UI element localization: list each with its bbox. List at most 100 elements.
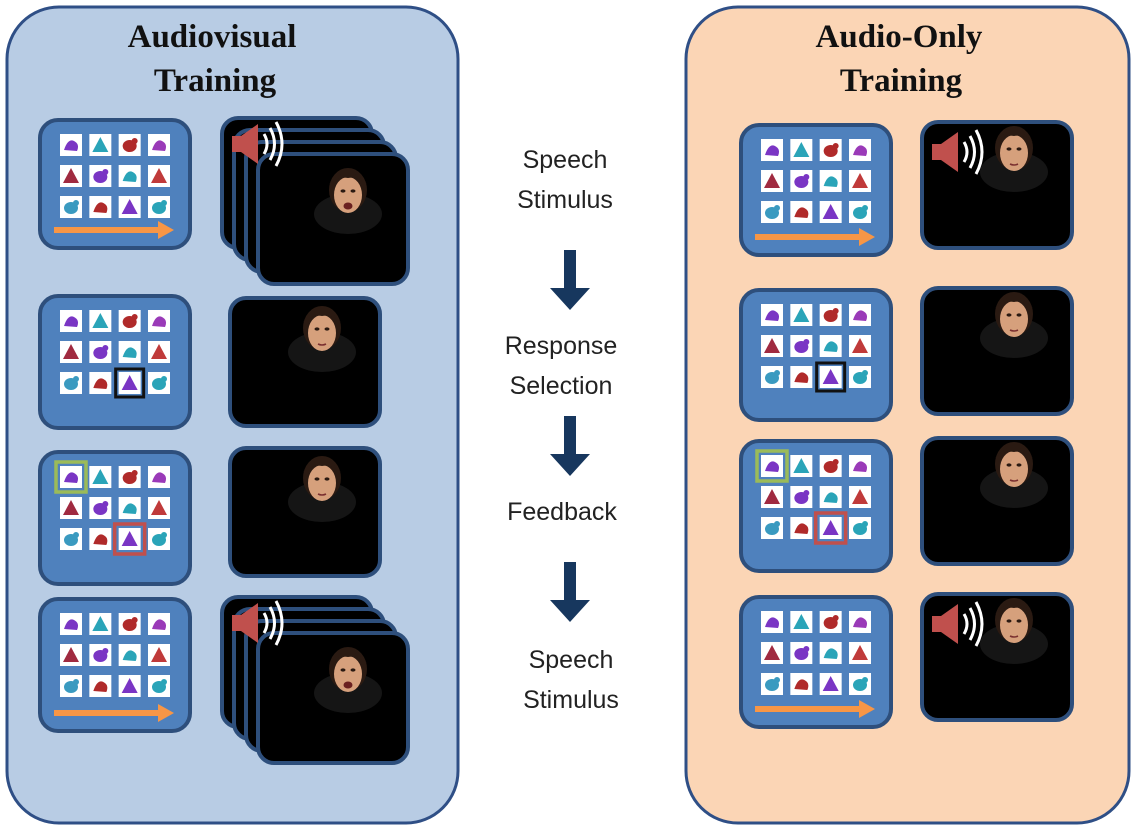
step-label-speech-stimulus-2b: Stimulus [523, 686, 619, 714]
nonsense-object-icon [853, 310, 867, 321]
nonsense-object-icon [63, 168, 79, 183]
grid-cell [89, 497, 112, 519]
grid-cell [815, 361, 847, 393]
audiovisual-row [38, 116, 410, 286]
nonsense-object-icon [764, 645, 780, 660]
correct-answer-box [755, 449, 789, 483]
grid-cell [761, 642, 783, 664]
nonsense-object-icon [152, 316, 166, 327]
grid-cell [148, 528, 170, 550]
nonsense-object-icon [803, 339, 810, 345]
grid-cell [790, 517, 813, 539]
progress-arrow-icon [755, 706, 861, 712]
nonsense-object-icon [73, 532, 79, 538]
grid-cell [148, 466, 170, 488]
nonsense-object-icon [64, 140, 78, 151]
nonsense-object-icon [862, 677, 868, 683]
grid-cell [118, 310, 141, 332]
grid-cell [819, 455, 842, 477]
nonsense-object-icon [765, 461, 779, 472]
nonsense-object-icon [64, 472, 78, 483]
grid-cell [819, 201, 842, 223]
nonsense-object-icon [121, 531, 138, 546]
grid-cell [118, 134, 141, 156]
audiovisual-title-line1: Audiovisual [128, 19, 297, 55]
grid-cell [819, 673, 842, 695]
nonsense-object-icon [822, 676, 839, 691]
grid-cell [790, 455, 813, 477]
down-arrow-icon [550, 250, 590, 310]
grid-cell [60, 310, 82, 332]
nonsense-object-icon [774, 370, 780, 376]
nonsense-object-icon [803, 174, 810, 180]
grid-cell [60, 165, 82, 187]
audiovisual-row [38, 595, 410, 765]
grid-cell [790, 611, 813, 633]
nonsense-object-icon [822, 520, 839, 535]
audio-only-title-line2: Training [840, 63, 963, 99]
grid-cell [89, 528, 112, 550]
nonsense-object-icon [93, 534, 108, 545]
grid-cell [148, 310, 170, 332]
grid-cell [790, 304, 813, 326]
nonsense-object-icon [793, 614, 810, 629]
nonsense-object-icon [852, 338, 868, 353]
grid-cell [819, 335, 842, 357]
nonsense-object-icon [64, 316, 78, 327]
nonsense-object-icon [151, 500, 167, 515]
nonsense-object-icon [152, 140, 166, 151]
grid-cell [89, 466, 112, 488]
grid-cell [761, 366, 783, 388]
step-label-speech-stimulus-1a: Speech [523, 146, 608, 174]
nonsense-object-icon [832, 459, 839, 465]
grid-cell [761, 304, 783, 326]
nonsense-object-icon [862, 205, 868, 211]
nonsense-object-icon [102, 169, 109, 175]
nonsense-object-icon [793, 307, 810, 322]
response-grid-card [739, 288, 893, 422]
grid-cell [761, 139, 783, 161]
grid-cell [819, 304, 842, 326]
grid-cell [761, 170, 783, 192]
response-grid-card [739, 439, 893, 573]
nonsense-object-icon [862, 370, 868, 376]
response-grid-card [38, 597, 192, 733]
grid-cell [849, 170, 871, 192]
step-label-speech-stimulus-2a: Speech [529, 646, 614, 674]
grid-cell [60, 497, 82, 519]
nonsense-object-icon [765, 310, 779, 321]
audio-only-row [739, 436, 1074, 573]
progress-arrow-head-icon [158, 221, 174, 239]
nonsense-object-icon [122, 171, 137, 182]
nonsense-object-icon [774, 521, 780, 527]
grid-cell [761, 517, 783, 539]
grid-cell [148, 613, 170, 635]
nonsense-object-icon [93, 378, 108, 389]
grid-cell [761, 673, 783, 695]
grid-cell [790, 366, 813, 388]
grid-cell [790, 486, 813, 508]
grid-cell [849, 201, 871, 223]
nonsense-object-icon [102, 345, 109, 351]
grid-cell [148, 675, 170, 697]
grid-cell [849, 611, 871, 633]
grid-cell [60, 644, 82, 666]
nonsense-object-icon [794, 207, 809, 218]
nonsense-object-icon [63, 344, 79, 359]
audio-only-title-line1: Audio-Only [816, 19, 983, 55]
nonsense-object-icon [131, 470, 138, 476]
nonsense-object-icon [92, 313, 109, 328]
audiovisual-row [38, 294, 382, 430]
nonsense-object-icon [765, 617, 779, 628]
nonsense-object-icon [823, 341, 838, 352]
grid-cell [790, 170, 813, 192]
grid-cell [60, 196, 82, 218]
nonsense-object-icon [852, 173, 868, 188]
nonsense-object-icon [765, 145, 779, 156]
progress-arrow-head-icon [158, 704, 174, 722]
nonsense-object-icon [794, 523, 809, 534]
grid-cell [148, 165, 170, 187]
grid-cell [761, 486, 783, 508]
grid-cell [790, 673, 813, 695]
grid-cell [148, 134, 170, 156]
